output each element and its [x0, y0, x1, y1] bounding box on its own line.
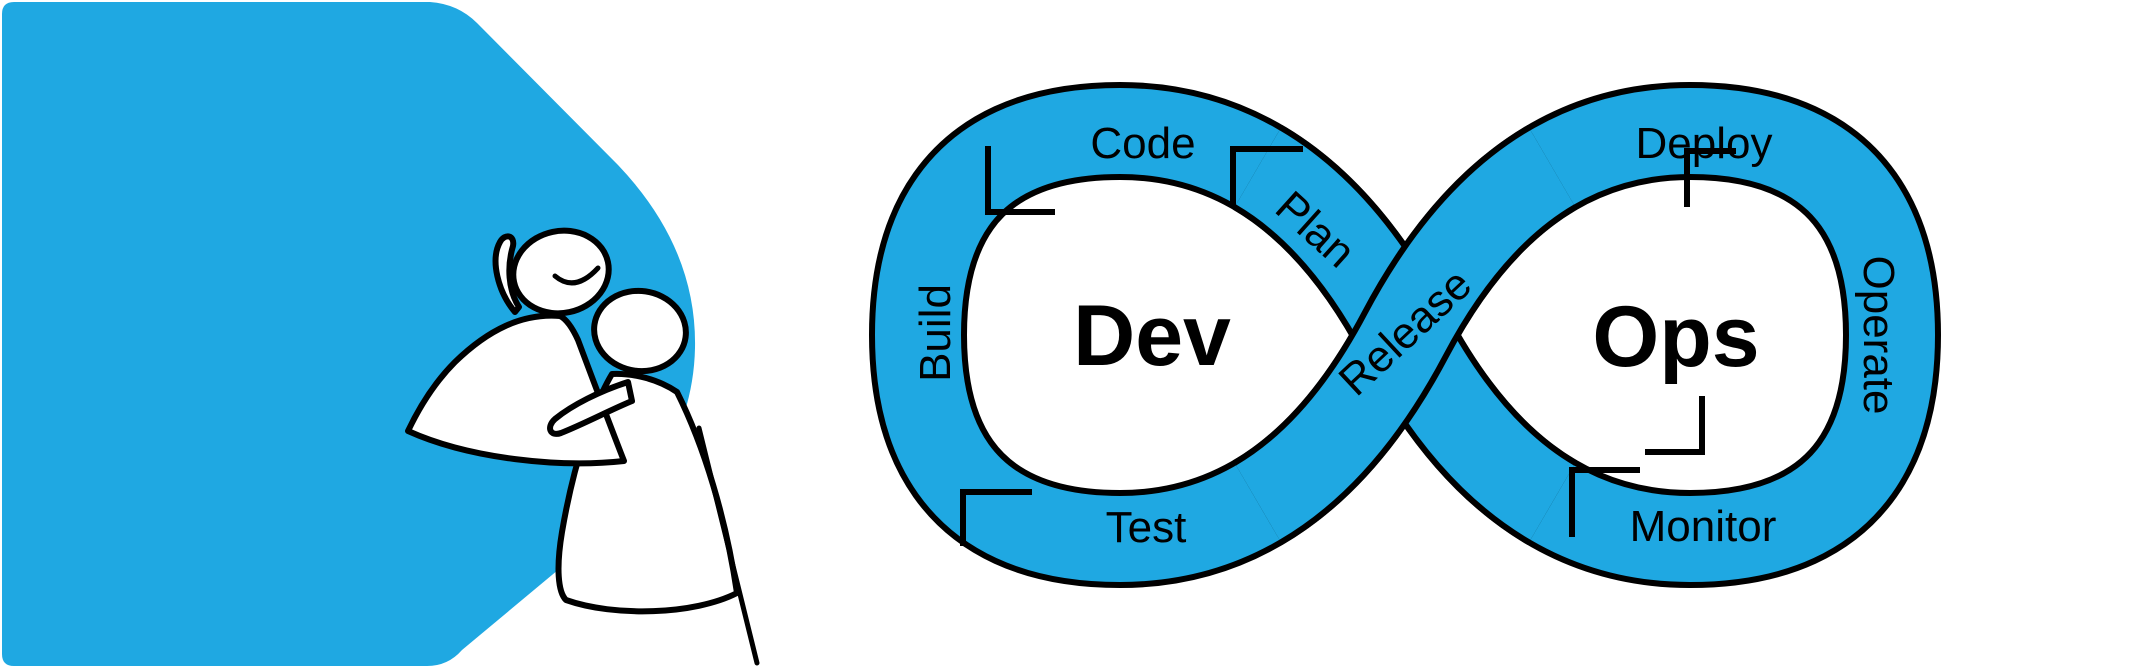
segment-divider-test-build [960, 489, 1032, 546]
person-a-arm [492, 233, 522, 315]
person-b-head [591, 287, 689, 375]
people-illustration [405, 227, 760, 666]
person-b-arm [547, 379, 635, 437]
segment-label-deploy: Deploy [1636, 119, 1773, 168]
segment-label-test: Test [1106, 503, 1187, 552]
segment-label-monitor: Monitor [1630, 502, 1777, 551]
segment-dividers [960, 146, 1736, 546]
segment-divider-monitor-release [1569, 467, 1640, 537]
dev-label: Dev [1073, 288, 1231, 384]
person-a-smile [552, 265, 601, 286]
segment-divider-operate-monitor [1645, 396, 1705, 455]
segment-divider-deploy-operate [1684, 148, 1736, 207]
segment-label-build: Build [911, 284, 960, 382]
ops-label: Ops [1592, 289, 1759, 385]
segment-label-operate: Operate [1854, 256, 1903, 415]
segment-label-code: Code [1090, 119, 1195, 168]
walking-stick-line [696, 425, 760, 666]
person-a-head [510, 227, 612, 317]
blue-backdrop-shape [2, 2, 696, 666]
segment-divider-code-plan [1230, 146, 1303, 206]
segment-divider-build-code [985, 146, 1055, 215]
release-band-overlay [1235, 130, 1575, 540]
